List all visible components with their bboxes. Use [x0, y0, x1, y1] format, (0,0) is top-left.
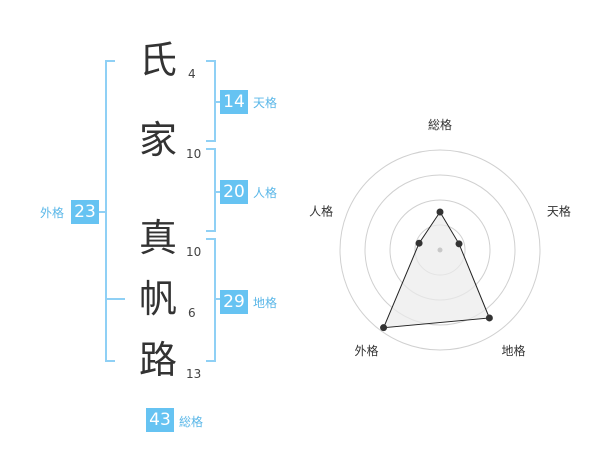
name-char-4: 帆 [138, 277, 177, 321]
radar-axis-label: 地格 [501, 343, 525, 358]
name-char-3: 真 [138, 216, 177, 260]
jinkaku-bracket [206, 148, 216, 232]
gaikaku-tick [98, 211, 106, 213]
gaikaku-value-badge: 23 [71, 200, 99, 224]
stroke-count-1: 4 [188, 67, 196, 81]
chikaku-tick [214, 298, 222, 300]
radar-point [485, 314, 493, 322]
radar-axis-label: 総格 [428, 117, 452, 132]
gaikaku-label: 外格 [40, 206, 65, 220]
jinkaku-value-badge: 20 [220, 180, 248, 204]
radar-point [455, 240, 463, 248]
jinkaku-tick [214, 191, 222, 193]
chikaku-bracket [206, 238, 216, 362]
chikaku-label: 地格 [253, 296, 278, 310]
radar-axis-label: 人格 [309, 203, 333, 218]
radar-point [415, 239, 423, 247]
stroke-count-3: 10 [186, 245, 202, 259]
radar-ring [364, 174, 516, 326]
chikaku-value-badge: 29 [220, 290, 248, 314]
radar-axis-label: 天格 [547, 203, 571, 218]
radar-area [382, 211, 491, 329]
tenkaku-label: 天格 [253, 96, 278, 110]
gaikaku-bracket [105, 60, 115, 362]
soukaku-value-badge: 43 [146, 408, 174, 432]
jinkaku-label: 人格 [253, 186, 278, 200]
tenkaku-value-badge: 14 [220, 90, 248, 114]
soukaku-label: 総格 [179, 415, 204, 429]
name-char-2: 家 [138, 118, 177, 162]
stroke-count-2: 10 [186, 147, 202, 161]
stroke-count-4: 6 [188, 306, 196, 320]
name-char-1: 氏 [138, 38, 177, 82]
stroke-count-5: 13 [186, 367, 202, 381]
radar-point [436, 208, 444, 216]
gaikaku-inner-tick [107, 298, 125, 300]
radar-ring [339, 149, 541, 351]
radar-center [437, 247, 443, 253]
tenkaku-tick [214, 101, 222, 103]
name-char-5: 路 [138, 338, 177, 382]
radar-point [380, 324, 388, 332]
radar-axis-label: 外格 [355, 343, 379, 358]
